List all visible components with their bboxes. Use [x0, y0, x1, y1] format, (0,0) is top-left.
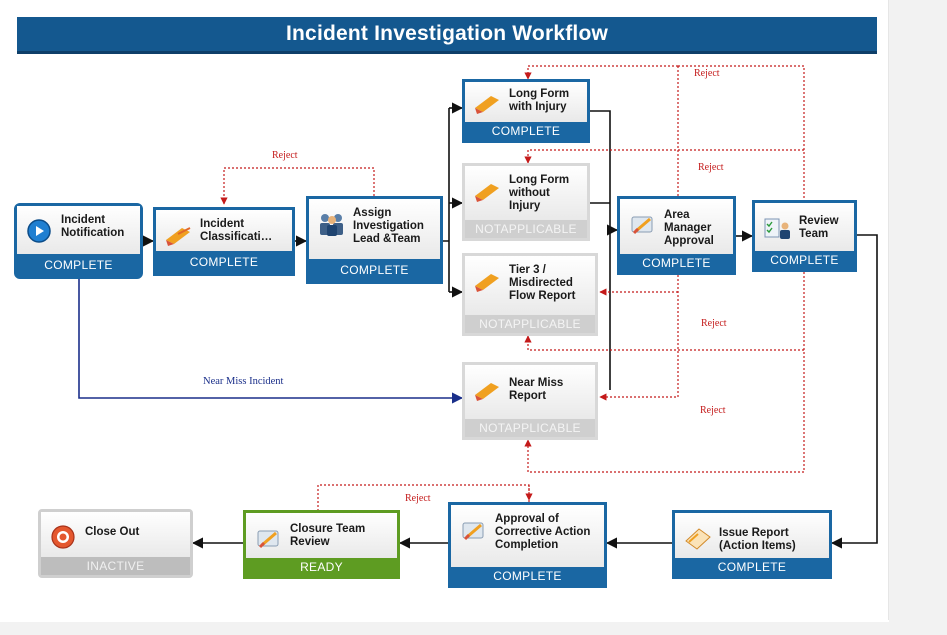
bottom-margin	[0, 622, 889, 635]
status-badge: COMPLETE	[675, 558, 829, 576]
node-label: Review Team	[799, 215, 839, 240]
right-margin	[889, 0, 947, 635]
node-close-out[interactable]: Close Out INACTIVE	[38, 509, 193, 578]
node-label: Long Form with Injury	[509, 88, 570, 113]
reject-label: Reject	[698, 162, 724, 173]
status-badge: READY	[246, 558, 397, 576]
pencil-icon	[475, 274, 499, 292]
status-badge: COMPLETE	[156, 251, 292, 273]
node-label: Close Out	[85, 526, 140, 538]
reject-label: Reject	[701, 318, 727, 329]
node-label: Long Form without Injury	[509, 174, 570, 212]
node-long-form-with-injury[interactable]: Long Form with Injury COMPLETE	[462, 79, 590, 143]
node-review-team[interactable]: Review Team COMPLETE	[752, 200, 857, 272]
node-label: Near Miss Report	[509, 377, 564, 402]
node-assign-investigation-lead[interactable]: Assign Investigation Lead &Team COMPLETE	[306, 196, 443, 284]
node-label: Incident Notification	[61, 214, 125, 239]
status-badge: NOTAPPLICABLE	[465, 220, 587, 238]
node-label: Assign Investigation Lead &Team	[353, 207, 424, 245]
reject-label: Reject	[272, 150, 298, 161]
node-label: Area Manager Approval	[664, 209, 714, 247]
review-checklist-icon	[764, 218, 790, 239]
near-miss-label: Near Miss Incident	[203, 376, 284, 387]
node-tier3-misdirected-flow[interactable]: Tier 3 / Misdirected Flow Report NOTAPPL…	[462, 253, 598, 336]
node-approval-corrective-action[interactable]: Approval of Corrective Action Completion…	[448, 502, 607, 588]
status-badge: NOTAPPLICABLE	[465, 315, 595, 333]
report-icon	[685, 528, 711, 550]
approval-document-icon	[257, 530, 279, 549]
pencil-icon	[166, 227, 191, 246]
stop-target-icon	[51, 525, 75, 549]
node-incident-classification[interactable]: Incident Classificati… COMPLETE	[153, 207, 295, 276]
status-badge: COMPLETE	[17, 254, 140, 276]
approval-document-icon	[631, 216, 653, 235]
reject-label: Reject	[694, 68, 720, 79]
status-badge: COMPLETE	[309, 259, 440, 281]
node-long-form-without-injury[interactable]: Long Form without Injury NOTAPPLICABLE	[462, 163, 590, 241]
node-incident-notification[interactable]: Incident Notification COMPLETE	[14, 203, 143, 279]
node-label: Closure Team Review	[290, 523, 366, 548]
node-label: Issue Report (Action Items)	[719, 527, 796, 552]
pencil-icon	[475, 96, 499, 114]
node-closure-team-review[interactable]: Closure Team Review READY	[243, 510, 400, 579]
near-miss-connector	[78, 279, 464, 404]
pencil-icon	[475, 184, 499, 202]
status-badge: COMPLETE	[620, 254, 733, 272]
pencil-icon	[475, 383, 499, 401]
main-flow-arrows	[142, 102, 878, 549]
status-badge: COMPLETE	[451, 567, 604, 585]
node-area-manager-approval[interactable]: Area Manager Approval COMPLETE	[617, 196, 736, 275]
workflow-title: Incident Investigation Workflow	[17, 17, 877, 54]
status-badge: COMPLETE	[465, 122, 587, 140]
reject-label: Reject	[405, 493, 431, 504]
node-label: Incident Classificati…	[200, 218, 273, 243]
team-icon	[320, 214, 343, 236]
status-badge: NOTAPPLICABLE	[465, 419, 595, 437]
status-badge: INACTIVE	[41, 557, 190, 575]
node-near-miss-report[interactable]: Near Miss Report NOTAPPLICABLE	[462, 362, 598, 440]
node-label: Approval of Corrective Action Completion	[495, 513, 591, 551]
approval-document-icon	[462, 522, 484, 541]
status-badge: COMPLETE	[755, 251, 854, 269]
node-issue-report[interactable]: Issue Report (Action Items) COMPLETE	[672, 510, 832, 579]
play-icon	[27, 219, 51, 243]
reject-label: Reject	[700, 405, 726, 416]
node-label: Tier 3 / Misdirected Flow Report	[509, 264, 576, 302]
reject-connectors	[220, 65, 805, 510]
